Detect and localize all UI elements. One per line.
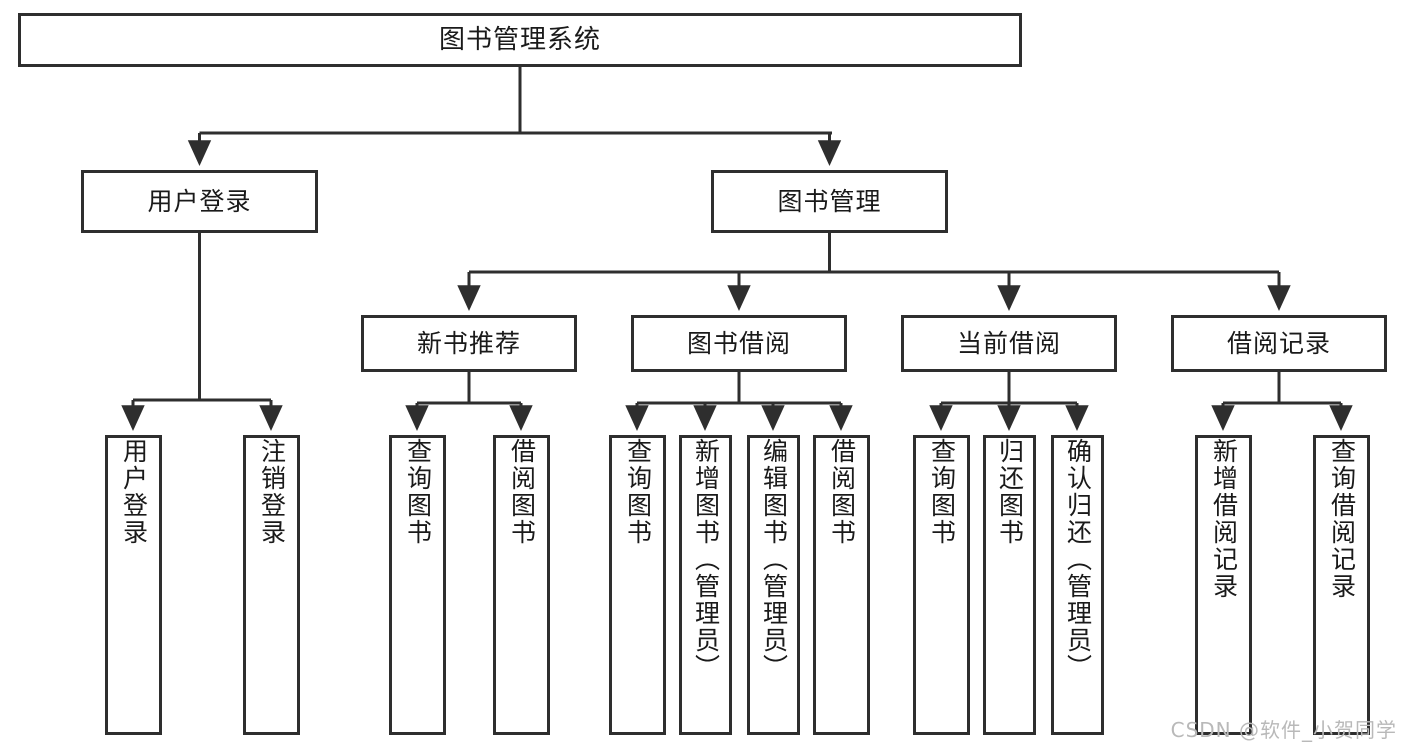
node-user-login[interactable]: 用户登录 — [81, 170, 318, 233]
leaf-query-book-current[interactable]: 查询图书 — [913, 435, 970, 735]
leaf-add-borrow-record[interactable]: 新增借阅记录 — [1195, 435, 1252, 735]
leaf-logout[interactable]: 注销登录 — [243, 435, 300, 735]
leaf-label: 新增图书（管理员） — [691, 438, 721, 681]
leaf-label: 借阅图书 — [827, 438, 857, 546]
leaf-query-book-borrow[interactable]: 查询图书 — [609, 435, 666, 735]
leaf-label: 查询借阅记录 — [1327, 438, 1357, 600]
watermark-text: CSDN @软件_小贺同学 — [1170, 718, 1397, 742]
leaf-label: 注销登录 — [257, 438, 287, 546]
leaf-label: 编辑图书（管理员） — [759, 438, 789, 681]
leaf-label: 用户登录 — [119, 438, 149, 546]
leaf-label: 查询图书 — [403, 438, 433, 546]
leaf-edit-book-admin[interactable]: 编辑图书（管理员） — [747, 435, 800, 735]
leaf-label: 新增借阅记录 — [1209, 438, 1239, 600]
node-root-system[interactable]: 图书管理系统 — [18, 13, 1022, 67]
leaf-label: 查询图书 — [623, 438, 653, 546]
leaf-confirm-return-admin[interactable]: 确认归还（管理员） — [1051, 435, 1104, 735]
leaf-add-book-admin[interactable]: 新增图书（管理员） — [679, 435, 732, 735]
leaf-label: 归还图书 — [995, 438, 1025, 546]
node-book-management[interactable]: 图书管理 — [711, 170, 948, 233]
leaf-borrow-book-recommend[interactable]: 借阅图书 — [493, 435, 550, 735]
leaf-label: 借阅图书 — [507, 438, 537, 546]
node-current-borrow[interactable]: 当前借阅 — [901, 315, 1117, 372]
node-book-borrow[interactable]: 图书借阅 — [631, 315, 847, 372]
node-borrow-record[interactable]: 借阅记录 — [1171, 315, 1387, 372]
node-new-book-recommend[interactable]: 新书推荐 — [361, 315, 577, 372]
leaf-query-book-recommend[interactable]: 查询图书 — [389, 435, 446, 735]
leaf-query-borrow-record[interactable]: 查询借阅记录 — [1313, 435, 1370, 735]
leaf-return-book[interactable]: 归还图书 — [983, 435, 1036, 735]
leaf-user-login[interactable]: 用户登录 — [105, 435, 162, 735]
leaf-label: 查询图书 — [927, 438, 957, 546]
leaf-label: 确认归还（管理员） — [1063, 438, 1093, 681]
leaf-borrow-book[interactable]: 借阅图书 — [813, 435, 870, 735]
